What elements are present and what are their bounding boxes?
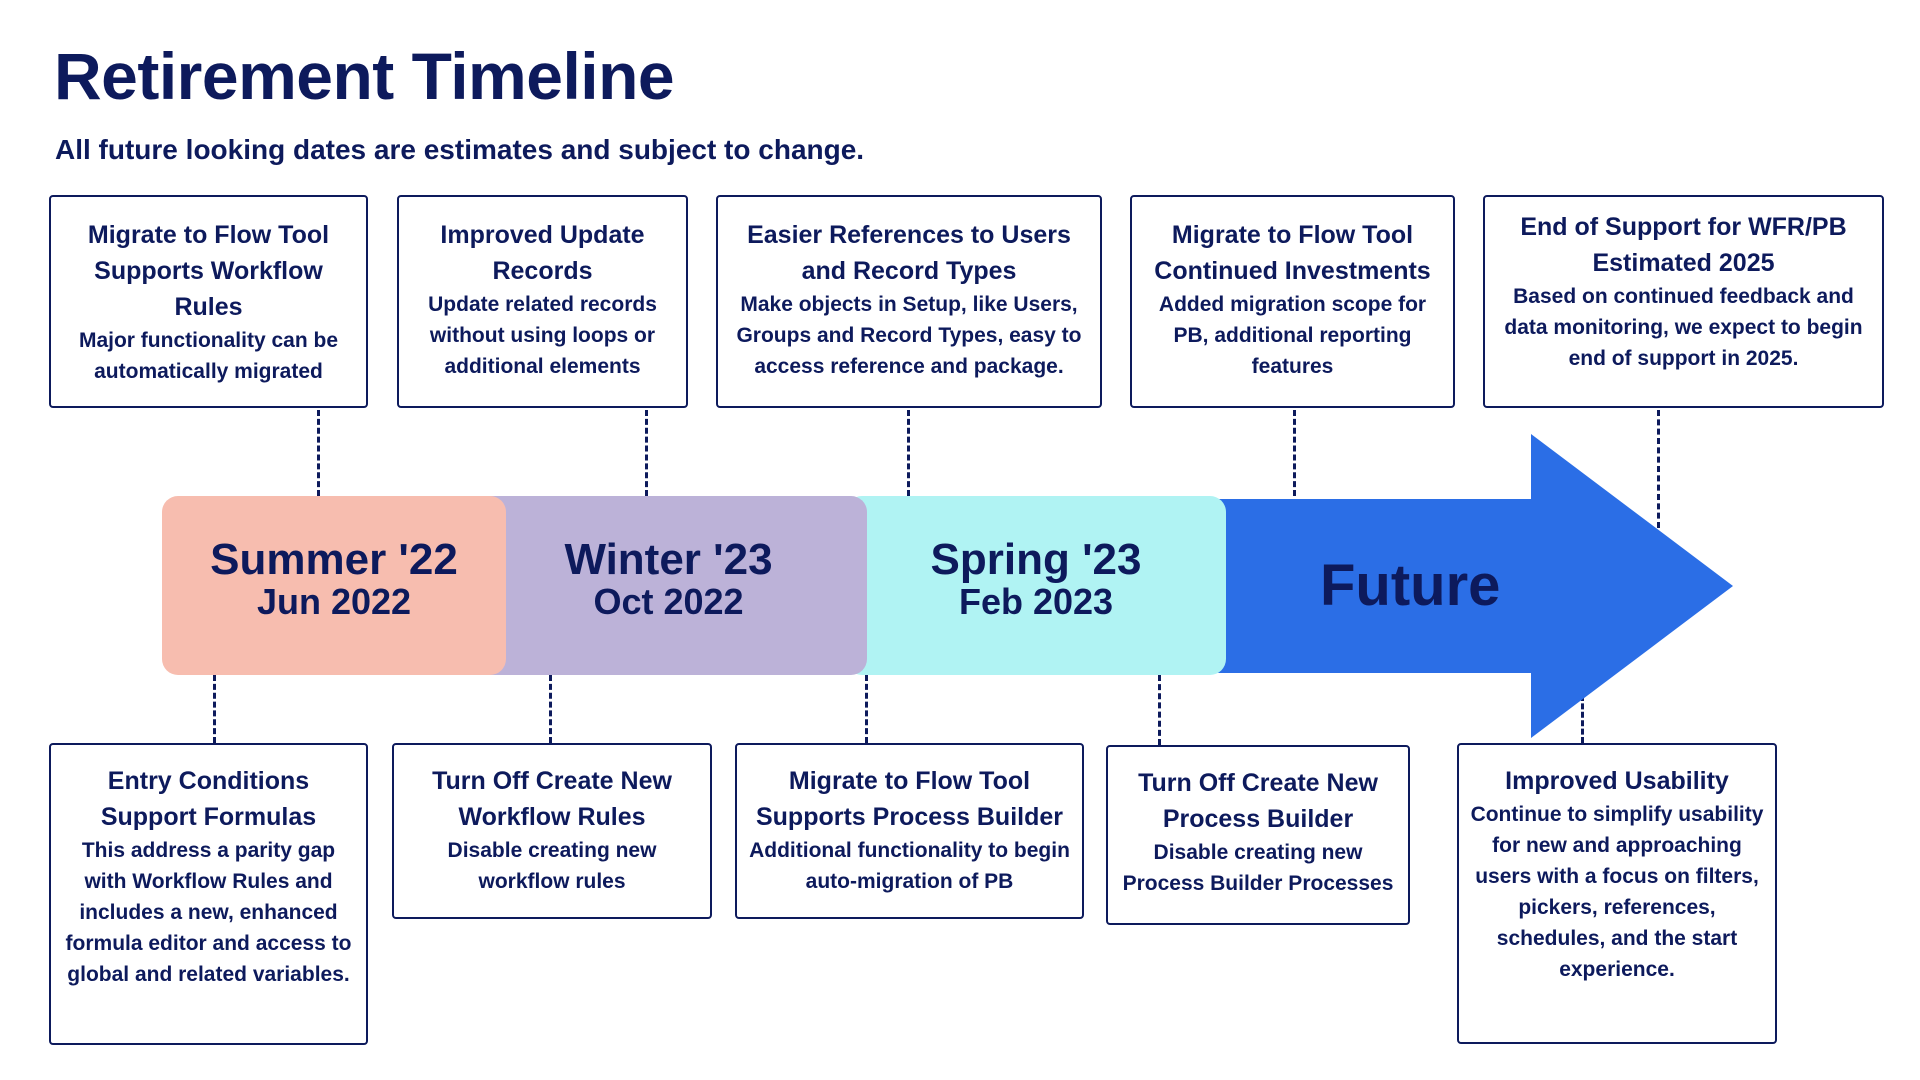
- milestone-title: Migrate to Flow Tool Continued Investmen…: [1154, 221, 1431, 285]
- milestone-title: Improved Usability: [1505, 767, 1729, 795]
- milestone-title: Migrate to Flow Tool Supports Process Bu…: [755, 767, 1064, 831]
- milestone-description: Continue to simplify usability for new a…: [1470, 803, 1764, 981]
- timeline-segment-summer: Summer '22 Jun 2022: [162, 496, 506, 675]
- page-subtitle: All future looking dates are estimates a…: [55, 134, 865, 165]
- milestone-description: Based on continued feedback and data mon…: [1504, 285, 1863, 370]
- milestone-box-top-2: Improved Update Records Update related r…: [397, 195, 688, 408]
- connector-top-5: [1657, 410, 1660, 528]
- connector-bottom-4: [1158, 675, 1161, 745]
- milestone-title: Improved Update Records: [440, 221, 645, 285]
- segment-name: Winter '23: [564, 535, 773, 584]
- milestone-description: This address a parity gap with Workflow …: [65, 839, 352, 986]
- milestone-box-bottom-1: Entry Conditions Support Formulas This a…: [49, 743, 368, 1045]
- timeline-segment-winter: Winter '23 Oct 2022: [470, 496, 867, 675]
- milestone-title: Entry Conditions Support Formulas: [100, 767, 317, 831]
- connector-bottom-1: [213, 675, 216, 743]
- timeline-segment-spring: Spring '23 Feb 2023: [846, 496, 1226, 675]
- milestone-title: Easier References to Users and Record Ty…: [747, 221, 1071, 285]
- segment-name: Spring '23: [930, 535, 1142, 584]
- milestone-title: End of Support for WFR/PB Estimated 2025: [1520, 213, 1847, 277]
- milestone-title: Migrate to Flow Tool Supports Workflow R…: [87, 221, 330, 321]
- segment-date: Jun 2022: [256, 581, 412, 622]
- milestone-box-bottom-5: Improved Usability Continue to simplify …: [1457, 743, 1777, 1044]
- milestone-box-bottom-3: Migrate to Flow Tool Supports Process Bu…: [735, 743, 1084, 919]
- future-label: Future: [1320, 553, 1501, 618]
- segment-date: Oct 2022: [593, 581, 744, 622]
- milestone-box-bottom-4: Turn Off Create New Process Builder Disa…: [1106, 745, 1410, 925]
- connector-top-2: [645, 410, 648, 496]
- milestone-box-top-5: End of Support for WFR/PB Estimated 2025…: [1483, 195, 1884, 408]
- milestone-box-top-4: Migrate to Flow Tool Continued Investmen…: [1130, 195, 1455, 408]
- milestone-description: Major functionality can be automatically…: [78, 329, 339, 383]
- future-arrow-shape: [1200, 434, 1733, 738]
- milestone-description: Disable creating new Process Builder Pro…: [1122, 841, 1394, 895]
- connector-bottom-2: [549, 675, 552, 743]
- segment-date: Feb 2023: [958, 581, 1114, 622]
- segment-name: Summer '22: [210, 535, 458, 584]
- milestone-description: Update related records without using loo…: [428, 293, 657, 378]
- connector-top-4: [1293, 410, 1296, 496]
- connector-bottom-5: [1581, 695, 1584, 743]
- milestone-description: Make objects in Setup, like Users, Group…: [736, 293, 1082, 378]
- milestone-title: Turn Off Create New Process Builder: [1138, 769, 1378, 833]
- milestone-title: Turn Off Create New Workflow Rules: [432, 767, 672, 831]
- connector-bottom-3: [865, 675, 868, 743]
- connector-top-1: [317, 410, 320, 496]
- milestone-box-bottom-2: Turn Off Create New Workflow Rules Disab…: [392, 743, 712, 919]
- connector-top-3: [907, 410, 910, 496]
- milestone-description: Additional functionality to begin auto-m…: [749, 839, 1070, 893]
- milestone-description: Added migration scope for PB, additional…: [1158, 293, 1427, 378]
- milestone-box-top-3: Easier References to Users and Record Ty…: [716, 195, 1102, 408]
- milestone-box-top-1: Migrate to Flow Tool Supports Workflow R…: [49, 195, 368, 408]
- milestone-description: Disable creating new workflow rules: [447, 839, 657, 893]
- page-title: Retirement Timeline: [54, 39, 675, 113]
